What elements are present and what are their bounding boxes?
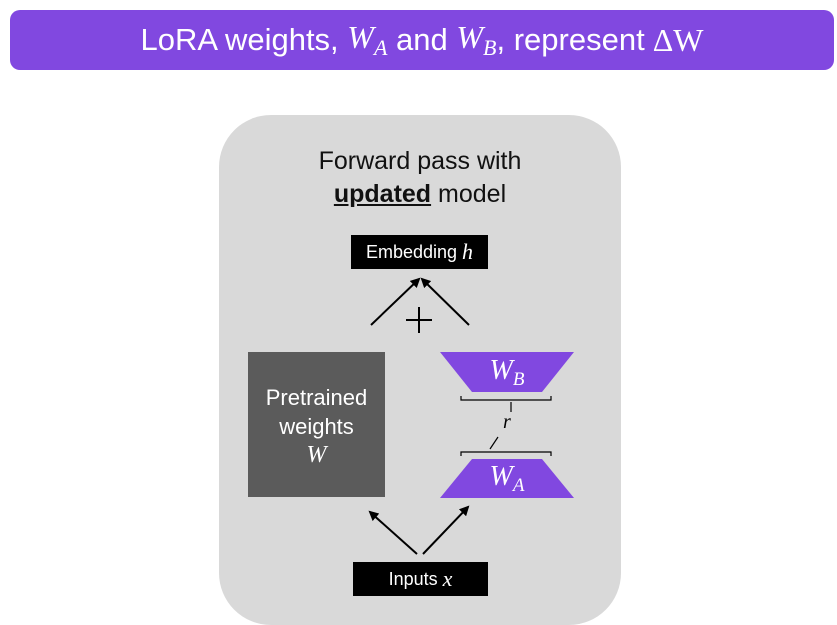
banner-text-2: and — [396, 22, 448, 57]
pretrained-weights-box: Pretrained weights W — [248, 352, 385, 497]
banner-text-3: , represent — [496, 22, 645, 57]
arrow-left-to-embedding — [370, 277, 421, 326]
banner-wb: WB — [456, 19, 497, 60]
panel-title-updated: updated — [333, 180, 432, 208]
pretrained-line1: Pretrained — [265, 385, 368, 410]
panel-title-line1: Forward pass with — [318, 147, 522, 175]
wa-bracket — [460, 451, 552, 456]
pretrained-line2: weights — [279, 414, 354, 439]
pretrained-var: W — [306, 442, 327, 468]
panel-title: Forward pass with updated model — [219, 145, 621, 211]
banner-wa: WA — [347, 19, 388, 60]
embedding-var: h — [462, 239, 474, 264]
arrow-right-to-embedding — [420, 277, 470, 326]
inputs-label: Inputs — [388, 568, 438, 589]
rank-tick-bottom — [489, 436, 499, 450]
banner-text-1: LoRA weights, — [140, 22, 339, 57]
wa-label: WA — [489, 461, 525, 496]
panel-title-line2: updated model — [333, 180, 507, 208]
wb-trapezoid — [440, 352, 574, 392]
wa-trapezoid — [440, 459, 574, 498]
inputs-var: x — [442, 566, 453, 591]
banner-delta-w: ΔW — [652, 21, 704, 58]
wb-bracket — [460, 396, 552, 401]
arrow-input-to-pretrained — [368, 510, 418, 555]
diagram-connectors — [368, 277, 574, 555]
arrow-input-to-wa — [422, 505, 470, 555]
embedding-label: Embedding — [365, 241, 458, 262]
rank-label: r — [503, 411, 511, 433]
wb-label: WB — [489, 355, 525, 390]
